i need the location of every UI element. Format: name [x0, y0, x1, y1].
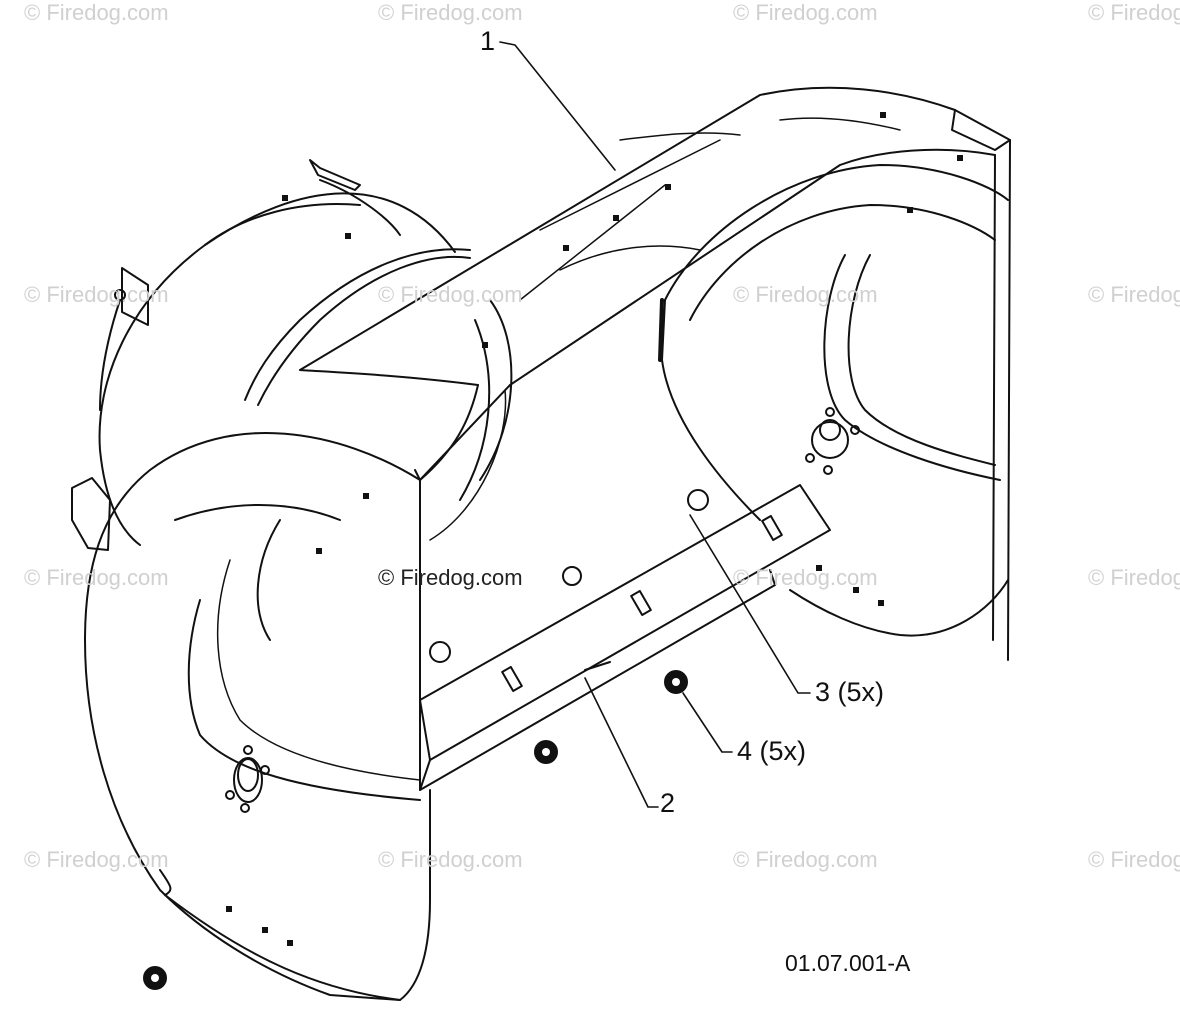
watermark: © Firedog.com	[733, 847, 878, 872]
watermark: © Firedog.com	[378, 847, 523, 872]
callout-2: 2	[660, 788, 676, 818]
watermark: © Firedog.com	[1088, 847, 1180, 872]
center-watermark: © Firedog.com	[378, 565, 523, 590]
watermark: © Firedog.com	[378, 0, 523, 25]
watermark: © Firedog.com	[1088, 565, 1180, 590]
reference-code: 01.07.001-A	[785, 950, 911, 976]
watermark: © Firedog.com	[1088, 0, 1180, 25]
callout-4: 4 (5x)	[737, 736, 807, 766]
watermark: © Firedog.com	[24, 847, 169, 872]
left-side-plate	[84, 432, 431, 1001]
mounting-holes	[226, 112, 963, 946]
nuts	[143, 670, 688, 990]
watermark: © Firedog.com	[24, 0, 169, 25]
watermark: © Firedog.com	[24, 282, 169, 307]
impeller-drum	[71, 159, 513, 551]
housing-top-panel	[299, 86, 1011, 791]
right-side-plate	[658, 164, 1009, 637]
watermark: © Firedog.com	[733, 282, 878, 307]
watermark: © Firedog.com	[378, 282, 523, 307]
watermark: © Firedog.com	[733, 0, 878, 25]
watermark: © Firedog.com	[24, 565, 169, 590]
callout-3: 3 (5x)	[815, 677, 885, 707]
leader-lines	[499, 41, 811, 808]
watermark: © Firedog.com	[733, 565, 878, 590]
wear-bar	[419, 484, 831, 791]
watermark: © Firedog.com	[1088, 282, 1180, 307]
callout-1: 1	[480, 26, 496, 56]
